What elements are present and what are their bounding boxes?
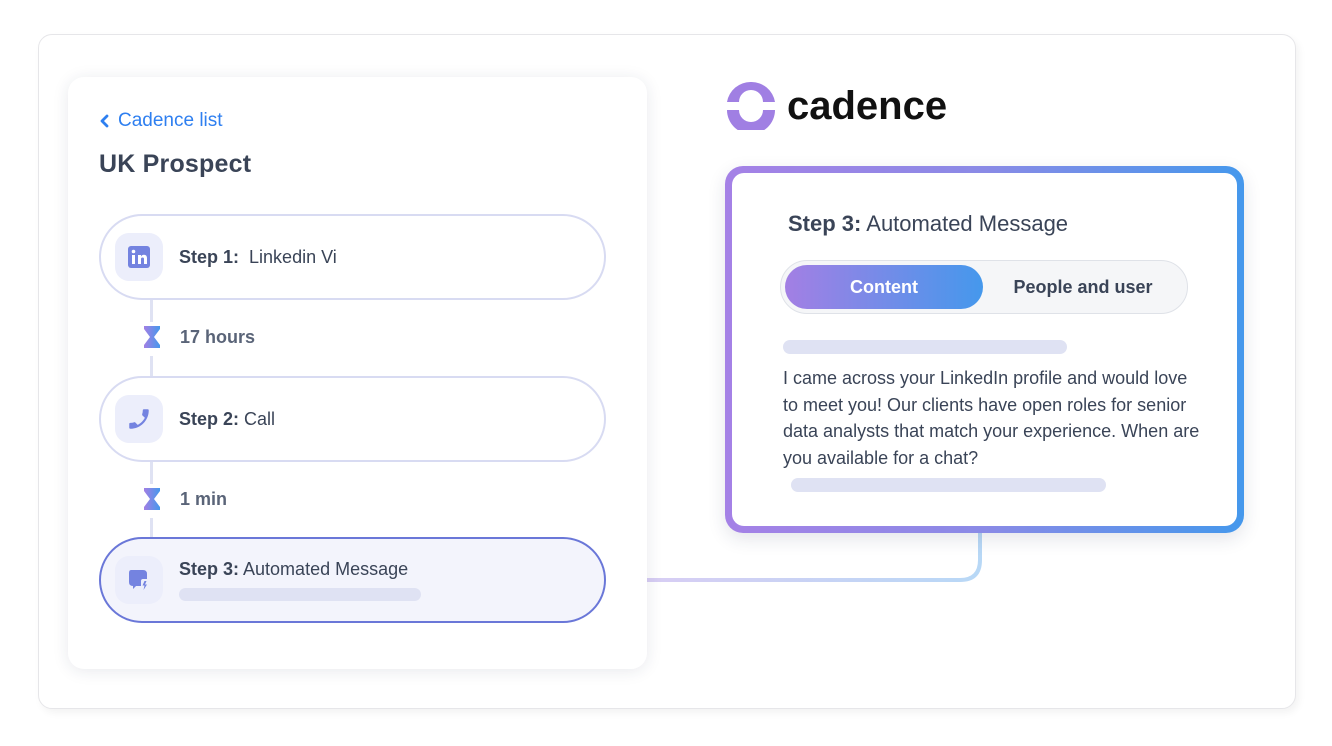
delay-2: 1 min <box>144 488 227 510</box>
step-3-label: Step 3: <box>179 559 240 579</box>
step-2-pill[interactable]: Step 2: Call <box>99 376 606 462</box>
back-to-cadence-list-link[interactable]: Cadence list <box>98 110 223 132</box>
detail-step-label: Step 3: <box>788 211 862 236</box>
delay-1: 17 hours <box>144 326 255 348</box>
step-1-name: Linkedin Vi <box>249 246 337 267</box>
hourglass-icon <box>144 488 160 510</box>
message-text: I came across your LinkedIn profile and … <box>783 368 1200 468</box>
message-placeholder-bar <box>783 340 1067 354</box>
message-body: I came across your LinkedIn profile and … <box>783 365 1203 498</box>
detail-step-name: Automated Message <box>866 211 1069 236</box>
page-title: UK Prospect <box>99 150 252 178</box>
detail-tabs: Content People and user <box>780 260 1188 314</box>
message-placeholder-bar-inline <box>791 478 1106 493</box>
brand-logo: cadence <box>727 82 947 130</box>
step-2-label: Step 2: <box>179 408 240 429</box>
step-detail-card: Step 3: Automated Message Content People… <box>725 166 1244 533</box>
delay-2-value: 1 min <box>180 488 228 509</box>
tab-content[interactable]: Content <box>785 265 983 309</box>
delay-1-value: 17 hours <box>180 326 256 347</box>
cadence-logo-icon <box>727 82 775 130</box>
timeline-connector <box>150 300 153 322</box>
tab-people-and-user[interactable]: People and user <box>1013 276 1153 297</box>
step-1-label: Step 1: <box>179 246 240 267</box>
brand-name: cadence <box>787 83 948 128</box>
step-2-name: Call <box>244 408 276 429</box>
timeline-connector <box>150 518 153 538</box>
chevron-left-icon <box>100 114 109 128</box>
phone-icon <box>115 395 163 443</box>
linkedin-icon <box>115 233 163 281</box>
step-1-pill[interactable]: Step 1: Linkedin Vi <box>99 214 606 300</box>
back-link-label: Cadence list <box>118 110 223 131</box>
hourglass-icon <box>144 326 160 348</box>
timeline-connector <box>150 356 153 376</box>
connector-line <box>604 530 982 582</box>
automated-message-icon <box>115 556 163 604</box>
step-3-name: Automated Message <box>243 559 409 579</box>
detail-title: Step 3: Automated Message <box>788 211 1068 237</box>
step-3-pill[interactable]: Step 3: Automated Message <box>99 537 606 623</box>
step-3-placeholder-bar <box>179 588 421 601</box>
timeline-connector <box>150 462 153 484</box>
